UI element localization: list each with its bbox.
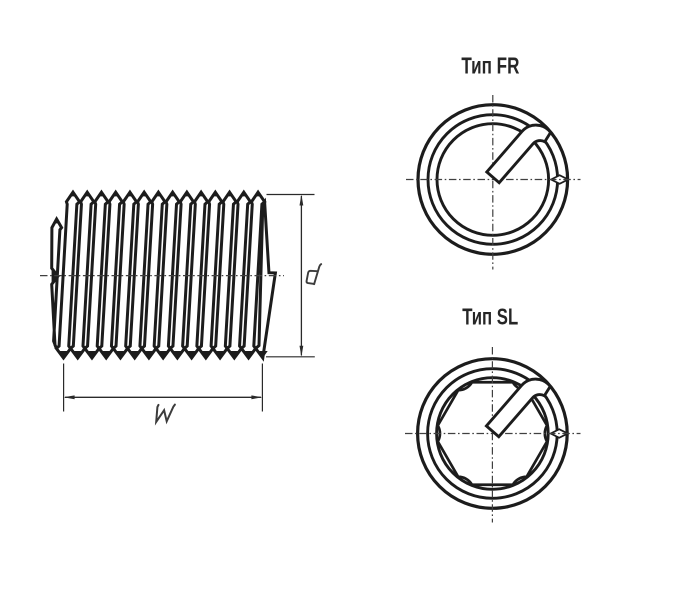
svg-text:Тип SL: Тип SL — [462, 304, 518, 330]
svg-text:Тип FR: Тип FR — [461, 53, 519, 79]
